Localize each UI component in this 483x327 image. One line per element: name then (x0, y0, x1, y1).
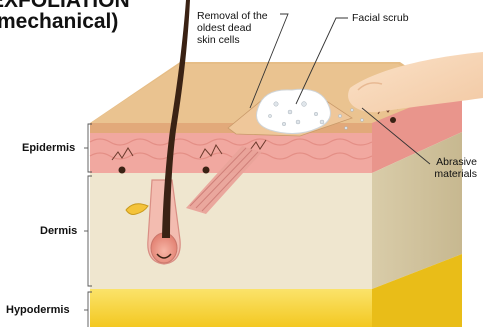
title-line-2: (mechanical) (0, 11, 118, 33)
dermis-front-layer (90, 173, 372, 289)
annotation-facial-scrub: Facial scrub (352, 12, 409, 24)
annotation-removal-line-1: Removal of the (197, 10, 268, 22)
finger (348, 52, 483, 112)
hypodermis-front-layer (90, 289, 372, 327)
annotation-removal-line-3: skin cells (197, 34, 268, 46)
label-hypodermis: Hypodermis (6, 304, 70, 316)
facial-scrub (257, 89, 331, 133)
label-epidermis: Epidermis (22, 142, 75, 154)
annotation-abrasive-line-2: materials (427, 168, 477, 180)
annotation-abrasive-materials: Abrasive materials (427, 156, 477, 180)
nerve-ending (119, 167, 126, 174)
annotation-removal-line-2: oldest dead (197, 22, 268, 34)
annotation-removal-dead-cells: Removal of the oldest dead skin cells (197, 10, 268, 46)
label-dermis: Dermis (40, 225, 77, 237)
annotation-abrasive-line-1: Abrasive (427, 156, 477, 168)
